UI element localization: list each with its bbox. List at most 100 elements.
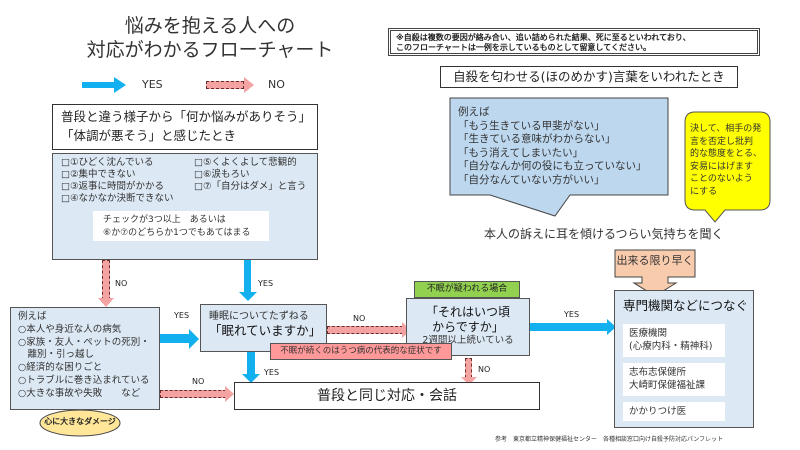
insomnia-line-2: からですか」 <box>432 320 504 334</box>
insomnia-suspected-tag: 不眠が疑われる場合 <box>414 281 520 298</box>
no-arrow-sleep-to-insomnia <box>327 326 403 334</box>
examples-bubble: 例えば 「もう生きている甲斐がない」 「生きている意味がわからない」 「もう消え… <box>458 106 663 187</box>
examples-label: 例えば <box>458 106 490 118</box>
checklist-box: □①ひどく沈んでいる □②集中できない □③返事に時間がかかる □④なかなか決断… <box>52 153 318 260</box>
sleep-line-2: 「眠れていますか」 <box>209 323 322 338</box>
example-item: 「もう生きている甲斐がない」 <box>458 119 605 132</box>
listen-text: 本人の訴えに耳を傾けるつらい気持ちを聞く <box>484 227 724 241</box>
legend-no-label: NO <box>268 78 285 91</box>
insomnia-line-1: 「それはいつ頃 <box>425 305 510 319</box>
yes-label: YES <box>174 311 190 320</box>
yes-arrow-insomnia-to-referral <box>530 323 608 331</box>
stressor-item: ○トラブルに巻き込まれている <box>18 374 150 386</box>
example-item: 「自分なんか何の役にも立っていない」 <box>458 160 647 172</box>
referral-item-medical: 医療機関 (心療内科・精神科) <box>623 324 725 357</box>
legend-no-arrow <box>206 81 244 89</box>
yes-arrowhead <box>189 329 199 349</box>
title-line-1: 悩みを抱える人への <box>124 15 296 37</box>
stressors-box: 例えば ○本人や身近な人の病気 ○家族・友人・ペットの死別・ 離別・引っ越し ○… <box>10 307 160 410</box>
no-arrowhead <box>225 386 234 402</box>
criteria-box: チェックが3つ以上 あるいは ⑥か⑦のどちらか1つでもあてはまる <box>93 211 269 241</box>
stressor-item: ○本人や身近な人の病気 <box>18 323 122 335</box>
damage-ellipse <box>39 409 121 437</box>
no-arrow-stressors-to-normal <box>160 390 226 398</box>
yes-arrowhead <box>239 292 257 301</box>
caution-bubble-shape <box>684 111 771 223</box>
referral-item-line: (心療内科・精神科) <box>629 341 713 352</box>
stressor-item: 離別・引っ越し <box>18 349 95 361</box>
yes-label: YES <box>264 368 280 377</box>
legend-yes-label: YES <box>142 78 163 91</box>
example-item: 「生きている意味がわからない」 <box>458 133 616 145</box>
note-line-1: ※自殺は複数の要因が絡み合い、追い詰められた結果、死に至るといわれており、 <box>396 33 691 42</box>
caution-line: 安易にはげます <box>690 161 754 172</box>
checklist-item: □④なかなか決断できない <box>61 193 174 204</box>
example-item: 「もう消えてしまいたい」 <box>458 146 584 159</box>
yes-label: YES <box>258 279 274 288</box>
no-label: NO <box>353 314 366 323</box>
title-line-2: 対応がわかるフローチャート <box>86 39 334 61</box>
stressor-item: ○家族・友人・ペットの死別・ <box>18 336 150 348</box>
yes-arrowhead <box>607 319 616 335</box>
referral-box: 専門機関などにつなぐ 医療機関 (心療内科・精神科) 志布志保健所 大崎町保健福… <box>614 290 754 428</box>
start-line-1: 普段と違う様子から「何か悩みがありそう」 <box>61 109 312 124</box>
yes-label: YES <box>564 310 580 319</box>
legend-no-arrowhead <box>244 77 254 93</box>
page-title: 悩みを抱える人への 対応がわかるフローチャート <box>60 14 360 62</box>
checklist-item: □③返事に時間がかかる <box>61 181 164 192</box>
criteria-line-1: チェックが3つ以上 あるいは <box>103 215 226 225</box>
legend-yes-arrowhead <box>114 77 126 93</box>
no-arrowhead <box>98 298 114 307</box>
source-citation: 参考 東京都立精神保健福祉センター 各種相談窓口向け自殺予防対応パンフレット <box>495 436 724 443</box>
caution-line: 言を否定し批判 <box>690 136 754 147</box>
checklist-item: □⑤くよくよして悲観的 <box>194 157 297 168</box>
referral-item-family-doctor: かかりつけ医 <box>623 402 725 421</box>
yes-arrowhead <box>242 374 260 383</box>
asap-arrow-shape <box>614 249 696 297</box>
start-box: 普段と違う様子から「何か悩みがありそう」 「体調が悪そう」と感じたとき <box>52 104 318 150</box>
start-line-2: 「体調が悪そう」と感じたとき <box>61 128 237 143</box>
referral-heading: 専門機関などにつなぐ <box>623 298 749 313</box>
yes-arrow-checklist-to-sleep <box>244 260 251 294</box>
stressors-label: 例えば <box>18 311 47 322</box>
sleep-line-1: 睡眠についてたずねる <box>209 311 309 322</box>
caution-line: ことのないよう <box>690 174 753 184</box>
suicide-words-heading: 自殺を匂わせる(ほのめかす)言葉をいわれたとき <box>440 66 738 88</box>
no-label: NO <box>192 377 205 386</box>
disclaimer-note: ※自殺は複数の要因が絡み合い、追い詰められた結果、死に至るといわれており、 この… <box>388 28 760 56</box>
depression-warning-label: 不眠が続くのはうつ病の代表的な症状です <box>270 343 452 360</box>
note-line-2: このフローチャートは一例を示しているものとして留意してください。 <box>396 43 651 52</box>
examples-bubble-shape <box>449 97 669 217</box>
example-item: 「自分なんていない方がいい」 <box>458 173 605 186</box>
caution-bubble: 決して、相手の発 言を否定し批判 的な態度をとる、 安易にはげます ことのないよ… <box>690 123 770 198</box>
checklist-item: □②集中できない <box>61 169 136 180</box>
stressor-item: ○大きな事故や失敗 など <box>18 387 141 399</box>
referral-item-health-center: 志布志保健所 大崎町保健福祉課 <box>623 363 725 396</box>
stressor-item: ○経済的な困りごと <box>18 362 103 374</box>
insomnia-line-3: 2週間以上続いている <box>422 335 514 346</box>
criteria-line-2: ⑥か⑦のどちらか1つでもあてはまる <box>103 227 251 238</box>
no-label: NO <box>478 365 491 374</box>
checklist-item: □⑦「自分はダメ」と言う <box>194 181 307 192</box>
referral-item-line: 医療機関 <box>629 328 668 339</box>
checklist-item: □⑥涙もろい <box>194 169 250 180</box>
no-label: NO <box>115 279 128 288</box>
referral-item-line: かかりつけ医 <box>629 406 687 417</box>
damage-label: 心に大きなダメージ <box>44 417 116 426</box>
normal-response-box: 普段と同じ対応・会話 <box>234 382 540 410</box>
caution-line: 決して、相手の発 <box>690 124 762 134</box>
yes-arrow-sleep-to-normal <box>247 352 255 376</box>
legend-yes-arrow <box>82 82 114 88</box>
no-arrowhead <box>461 377 477 385</box>
referral-item-line: 志布志保健所 <box>629 367 687 378</box>
no-arrow-insomnia-to-normal <box>465 358 472 378</box>
yes-arrow-stressors-to-sleep <box>160 334 190 343</box>
referral-item-line: 大崎町保健福祉課 <box>629 380 706 391</box>
asap-label: 出来る限り早く <box>616 254 694 267</box>
caution-line: にする <box>690 186 718 197</box>
checklist-item: □①ひどく沈んでいる <box>61 157 154 168</box>
caution-line: 的な態度をとる、 <box>690 149 763 159</box>
checklist-right: □⑤くよくよして悲観的 □⑥涙もろい □⑦「自分はダメ」と言う <box>194 157 306 193</box>
checklist-left: □①ひどく沈んでいる □②集中できない □③返事に時間がかかる □④なかなか決断… <box>61 157 174 205</box>
